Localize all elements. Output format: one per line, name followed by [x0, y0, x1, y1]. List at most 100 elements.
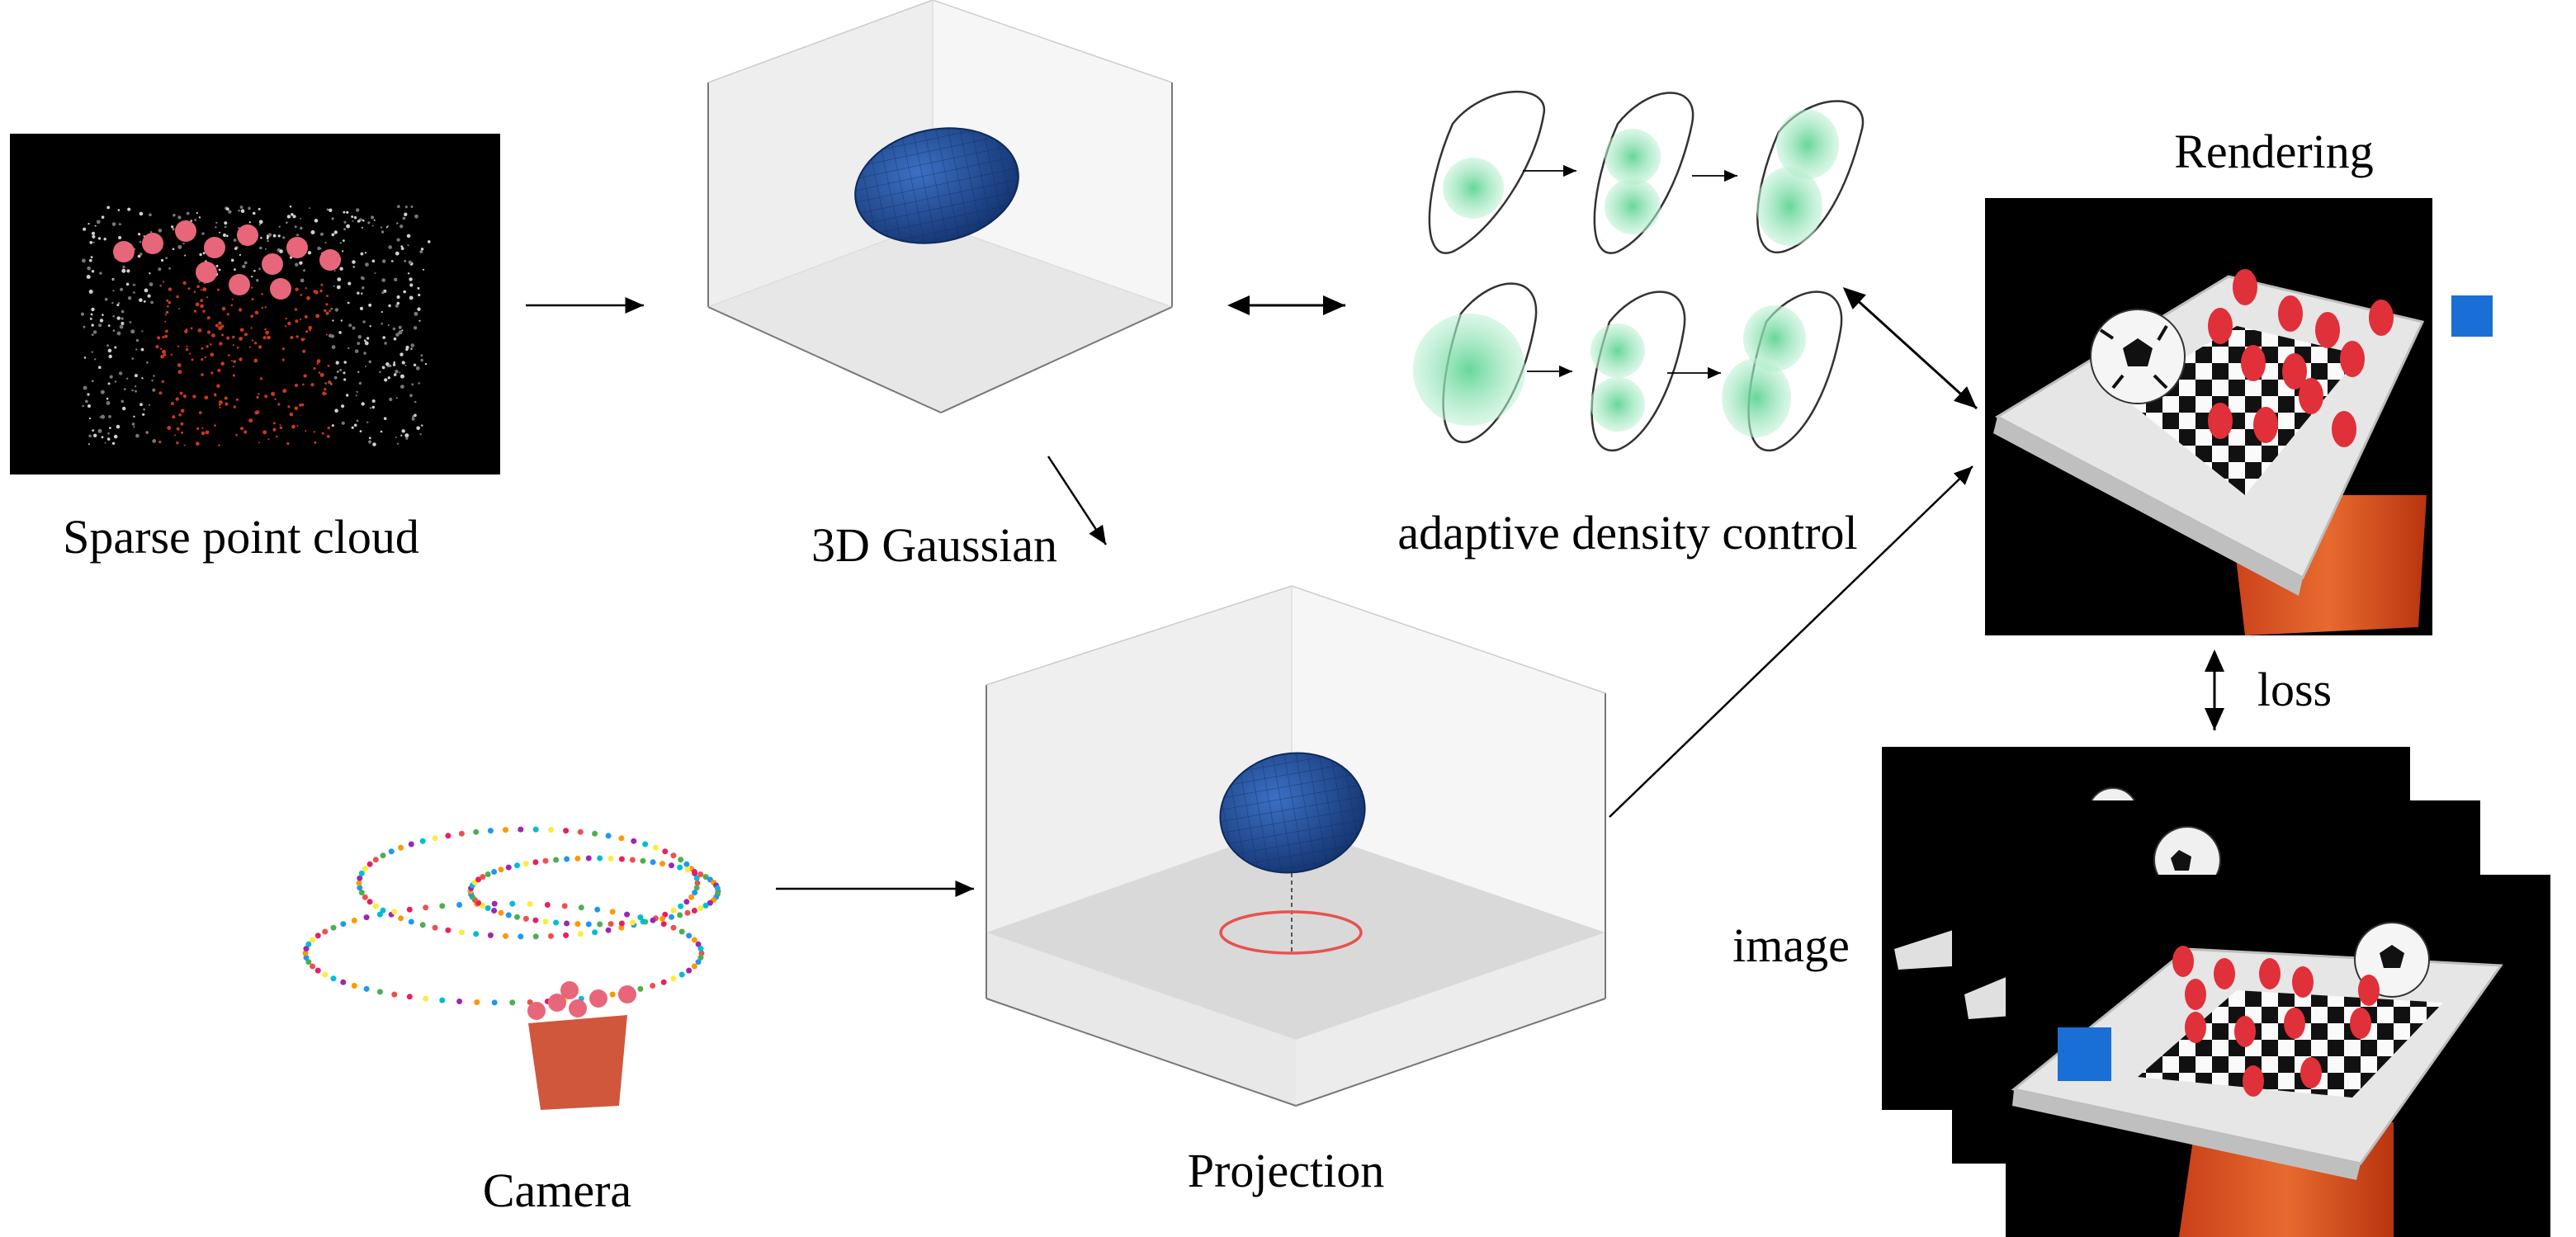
point [260, 237, 262, 239]
camera-pose [474, 999, 480, 1005]
berry [2234, 1016, 2256, 1047]
point [184, 330, 187, 333]
point [272, 428, 276, 432]
point [421, 359, 423, 361]
camera-pose [610, 909, 616, 914]
point [113, 329, 116, 332]
point [369, 437, 371, 439]
camera-pose [619, 921, 625, 927]
berry [270, 278, 291, 300]
camera-pose [398, 915, 404, 921]
point [414, 326, 417, 329]
point [95, 225, 97, 227]
point [177, 427, 180, 431]
point [210, 352, 214, 356]
point [352, 427, 354, 429]
point [287, 405, 290, 408]
berry [2300, 1057, 2322, 1088]
point [268, 234, 272, 237]
berry [2292, 966, 2314, 998]
point [314, 441, 316, 444]
point [259, 247, 262, 250]
point [409, 283, 413, 286]
gaussian-blob [1591, 377, 1645, 432]
point [239, 357, 242, 361]
point [244, 333, 248, 336]
point [133, 291, 135, 294]
point [419, 250, 423, 253]
point [255, 410, 259, 414]
point [317, 247, 320, 250]
point [346, 211, 348, 214]
camera-pose [640, 858, 646, 864]
point [252, 339, 253, 341]
camera-pose [671, 908, 677, 914]
point [173, 228, 175, 230]
camera-pose [562, 903, 568, 909]
point [265, 306, 267, 308]
point [84, 356, 87, 359]
point [314, 431, 315, 432]
point [260, 377, 262, 380]
point [194, 309, 196, 312]
point [121, 317, 123, 319]
point [198, 328, 202, 333]
point [139, 403, 143, 406]
camera-pose [377, 912, 383, 918]
point [309, 207, 310, 209]
point [258, 268, 261, 271]
point [83, 228, 86, 231]
point [196, 212, 198, 214]
camera-pose [630, 857, 636, 863]
point [320, 373, 324, 377]
point [271, 392, 275, 396]
point [158, 229, 163, 233]
camera-pose [509, 901, 515, 907]
camera-pose [597, 856, 603, 862]
camera-pose [445, 833, 451, 838]
point [263, 336, 267, 339]
point [279, 249, 283, 253]
camera-pose [503, 827, 508, 833]
point [313, 290, 316, 293]
point [108, 415, 111, 418]
point [139, 298, 143, 302]
blue-cube [2058, 1027, 2111, 1081]
point [295, 263, 298, 267]
point [362, 402, 365, 405]
point [352, 260, 356, 264]
point [361, 293, 362, 295]
gaussian-blob [1722, 358, 1791, 437]
point [135, 374, 138, 377]
point [362, 286, 365, 290]
camera-pose [315, 932, 321, 938]
point [414, 414, 417, 418]
point [414, 215, 418, 219]
point [207, 316, 210, 319]
point [421, 248, 423, 250]
point [286, 221, 288, 224]
point [144, 289, 149, 293]
point [237, 347, 239, 349]
point [399, 372, 400, 374]
point [291, 425, 295, 429]
point [300, 218, 301, 220]
sparse-point-cloud-panel [10, 134, 500, 474]
point [327, 209, 329, 211]
point [92, 380, 94, 382]
point [353, 266, 355, 267]
camera-pose [692, 937, 697, 943]
point [191, 327, 193, 329]
point [90, 318, 92, 320]
berry [2315, 312, 2340, 348]
point [250, 314, 253, 318]
density-clone-row [1430, 92, 1863, 253]
point [191, 358, 194, 361]
point [240, 427, 243, 430]
point [82, 259, 86, 263]
point [113, 279, 115, 281]
point [381, 278, 385, 282]
point [397, 295, 400, 299]
point [196, 286, 200, 289]
point [341, 319, 343, 321]
